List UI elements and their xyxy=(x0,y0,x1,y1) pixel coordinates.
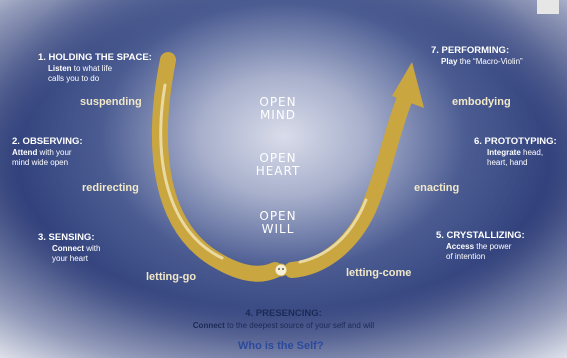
stage-7-description: Play the “Macro-Violin” xyxy=(441,57,523,66)
stage-6-description: Integrate head,heart, hand xyxy=(487,148,544,167)
arrow-head xyxy=(392,62,424,108)
stage-6-title: 6. PROTOTYPING: xyxy=(474,136,557,147)
keyword-enacting: enacting xyxy=(414,182,460,194)
stage-1-title: 1. HOLDING THE SPACE: xyxy=(38,52,152,63)
keyword-redirecting: redirecting xyxy=(82,182,139,194)
keyword-embodying: embodying xyxy=(452,96,511,108)
stage-5-title: 5. CRYSTALLIZING: xyxy=(436,230,525,241)
keyword-letting-come: letting-come xyxy=(346,267,412,279)
stage-4-description: Connect to the deepest source of your se… xyxy=(192,321,375,330)
corner-tab xyxy=(537,0,559,14)
who-is-the-self-question: Who is the Self? xyxy=(238,340,324,352)
keyword-letting-go: letting-go xyxy=(146,271,197,283)
stage-3-title: 3. SENSING: xyxy=(38,232,95,243)
stage-2-title: 2. OBSERVING: xyxy=(12,136,83,147)
self-point xyxy=(274,263,288,277)
ascending-arrow-highlight xyxy=(298,198,368,264)
keyword-suspending: suspending xyxy=(80,96,142,108)
stage-7-title: 7. PERFORMING: xyxy=(431,45,510,56)
descending-arrow-highlight xyxy=(159,83,224,260)
stage-4-title: 4. PRESENCING: xyxy=(245,308,322,319)
ascending-arrow-stroke xyxy=(284,90,413,278)
